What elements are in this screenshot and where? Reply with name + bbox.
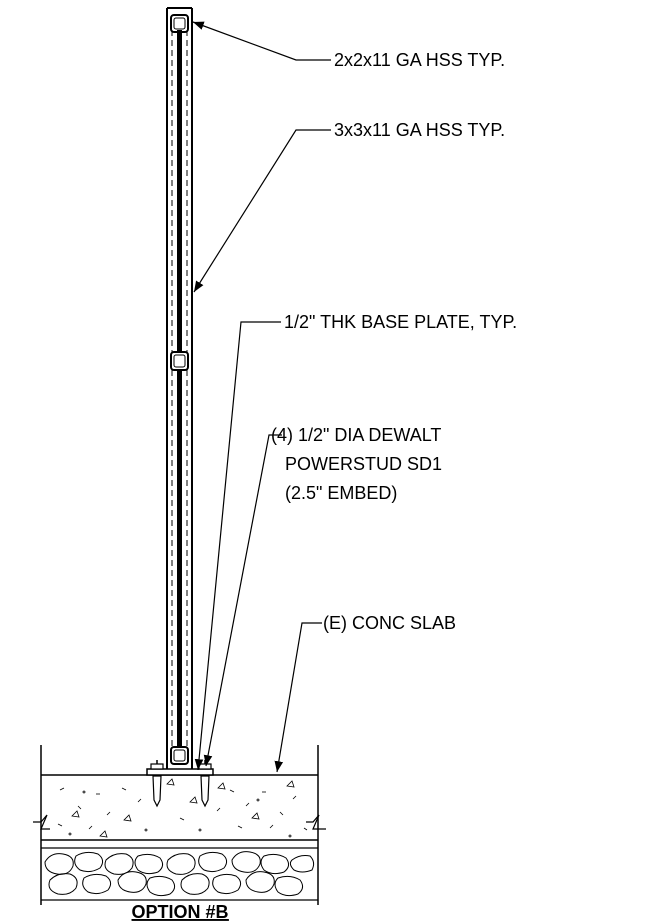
callout-base-plate: 1/2" THK BASE PLATE, TYP. xyxy=(284,312,517,332)
callout-anchor-line3: (2.5" EMBED) xyxy=(285,483,397,503)
leader-tube-small xyxy=(192,21,331,61)
callout-anchor-line2: POWERSTUD SD1 xyxy=(285,454,442,474)
gravel-subgrade xyxy=(41,847,318,901)
base-plate xyxy=(146,768,214,776)
callout-slab: (E) CONC SLAB xyxy=(323,613,456,633)
hss-post xyxy=(166,7,193,769)
anchor-left xyxy=(150,760,164,808)
detail-title: OPTION #B xyxy=(131,902,228,921)
leader-base-plate xyxy=(194,321,281,771)
callout-tube-large: 3x3x11 GA HSS TYP. xyxy=(334,120,505,140)
leader-anchor xyxy=(203,434,282,767)
callout-anchor-line1: (4) 1/2" DIA DEWALT xyxy=(271,425,441,445)
leader-slab xyxy=(274,622,322,773)
concrete-aggregate-pattern xyxy=(57,778,308,838)
tube-section-bottom xyxy=(170,746,189,765)
callout-tube-small: 2x2x11 GA HSS TYP. xyxy=(334,50,505,70)
leader-tube-large xyxy=(193,129,331,293)
anchor-right xyxy=(198,760,212,808)
tube-section-mid xyxy=(170,351,189,371)
tube-section-top xyxy=(170,14,189,33)
